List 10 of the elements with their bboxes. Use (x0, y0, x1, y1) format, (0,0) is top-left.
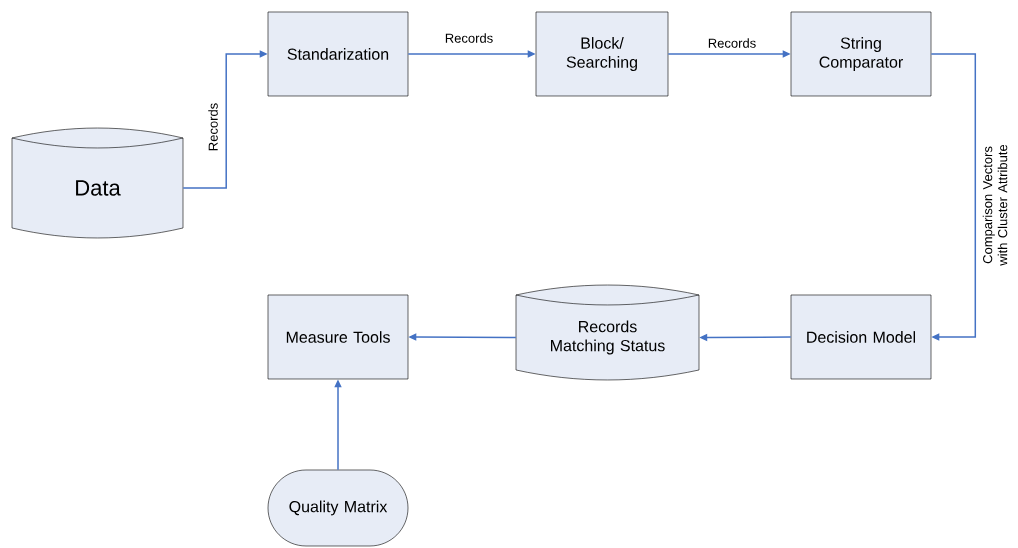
edge-label: Records (443, 32, 495, 44)
process-box: Block/ Searching (535, 11, 669, 97)
process-box: Decision Model (790, 294, 932, 380)
process-box: Standarization (267, 11, 409, 97)
process-box: String Comparator (790, 11, 932, 97)
edge-label: Comparison Vectors with Cluster Attribute (981, 119, 1009, 291)
process-box: Measure Tools (267, 294, 409, 380)
edge-label: Records (207, 101, 219, 153)
arrow (930, 53, 977, 341)
edge-label: Records (706, 37, 758, 49)
